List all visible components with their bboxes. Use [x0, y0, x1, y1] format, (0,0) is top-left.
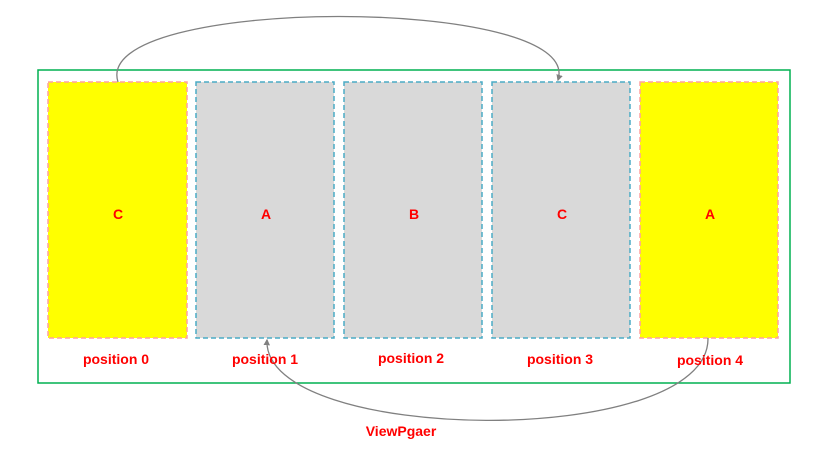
- page-slot-3: [491, 81, 631, 339]
- page-slot-1: [195, 81, 335, 339]
- page-letter-1: A: [260, 206, 272, 222]
- page-letter-0: C: [112, 206, 124, 222]
- viewpager-frame: [37, 69, 791, 384]
- position-label-3: position 3: [526, 351, 594, 367]
- position-label-1: position 1: [231, 351, 299, 367]
- arrow-position4-to-position1: [263, 337, 709, 422]
- arrow-position0-to-position3: [116, 15, 563, 83]
- page-slot-4: [639, 81, 779, 339]
- position-label-0: position 0: [82, 351, 150, 367]
- page-letter-3: C: [556, 206, 568, 222]
- position-label-2: position 2: [377, 350, 445, 366]
- page-slot-0: [47, 81, 188, 339]
- position-label-4: position 4: [676, 352, 744, 368]
- diagram-caption: ViewPgaer: [365, 423, 437, 439]
- page-slot-2: [343, 81, 483, 339]
- page-letter-2: B: [408, 206, 420, 222]
- page-letter-4: A: [704, 206, 716, 222]
